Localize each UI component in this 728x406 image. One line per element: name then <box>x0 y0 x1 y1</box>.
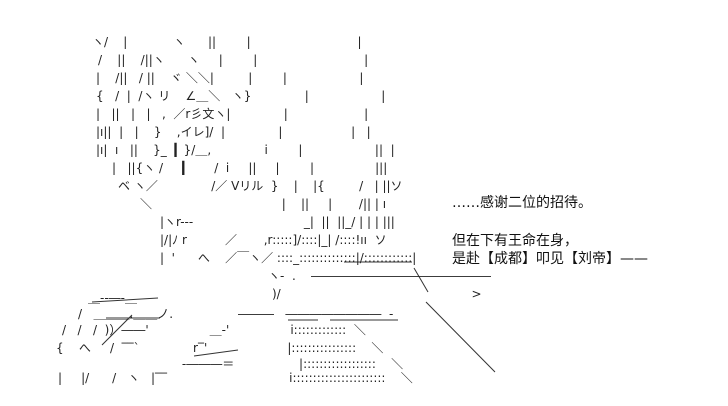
ascii-art-row: ヽ- . ――――――――――――――― <box>268 269 492 283</box>
ascii-art-row: )/ > <box>272 287 482 301</box>
dialogue-line-3: 是赴【成都】叩见【刘帝】—— <box>452 251 648 267</box>
dialogue-line-1: ……感谢二位的招待。 <box>452 195 592 211</box>
ascii-art-row: | ' へ ／￣ヽ／ ::::_::::::::::::::|/::::::::… <box>160 251 417 265</box>
ascii-art-row: ベ ヽ／ /／ Vリル } | |{ / | ||ソ <box>118 179 403 193</box>
ascii-art-row: ‐―――＝ |:::::::::::::::::: ＼ <box>56 357 404 371</box>
ascii-art-row: ＼ | || | /|| | ı <box>140 197 387 211</box>
ascii-art-row: { / | /ヽ リ ∠＿＼ ヽ} | | <box>96 89 386 103</box>
ascii-art-row: |ı| ı || }_ ▎}/＿, i | || | <box>96 143 395 157</box>
ascii-art-row: ＿--―-＿ <box>88 291 305 305</box>
ascii-art-row: ヽ/ | ヽ || | | <box>92 35 362 49</box>
ascii-art-row: | || | | , ／r彡文ヽ| | | <box>96 107 369 121</box>
ascii-art-row: / / / )）――' ＿-' i::::::::::::: ＼ <box>62 323 366 337</box>
ascii-art-row: / ＿＿＿.＿＿ノ. ――― ―――――――― - <box>78 307 394 321</box>
ascii-art-row: | |/ / ヽ |‾‾ i::::::::::::::::::::::: ＼ <box>58 371 413 385</box>
ascii-art-row: | /|| / || ヾ ＼＼| | | | <box>96 71 364 85</box>
ascii-art-row: | ||{ヽ / ▎ / i || | | ||| <box>112 161 388 175</box>
ascii-art-row: |ヽr--- _| || ||_/ | | | ||| <box>160 215 395 229</box>
ascii-art-row: |ı|| | | } ,イレ]/ | | | | <box>96 125 371 139</box>
ascii-art-row: |/|ﾉ r ／ ,r:::::]/::::|_| /::::!ıı ソ <box>160 233 387 247</box>
ascii-art-row: / || /||ヽ ヽ | | | <box>98 53 369 67</box>
dialogue-line-2: 但在下有王命在身， <box>452 233 578 249</box>
ascii-art-row: { へ / ‾‾` r‾' |:::::::::::::::: ＼ <box>56 341 384 355</box>
